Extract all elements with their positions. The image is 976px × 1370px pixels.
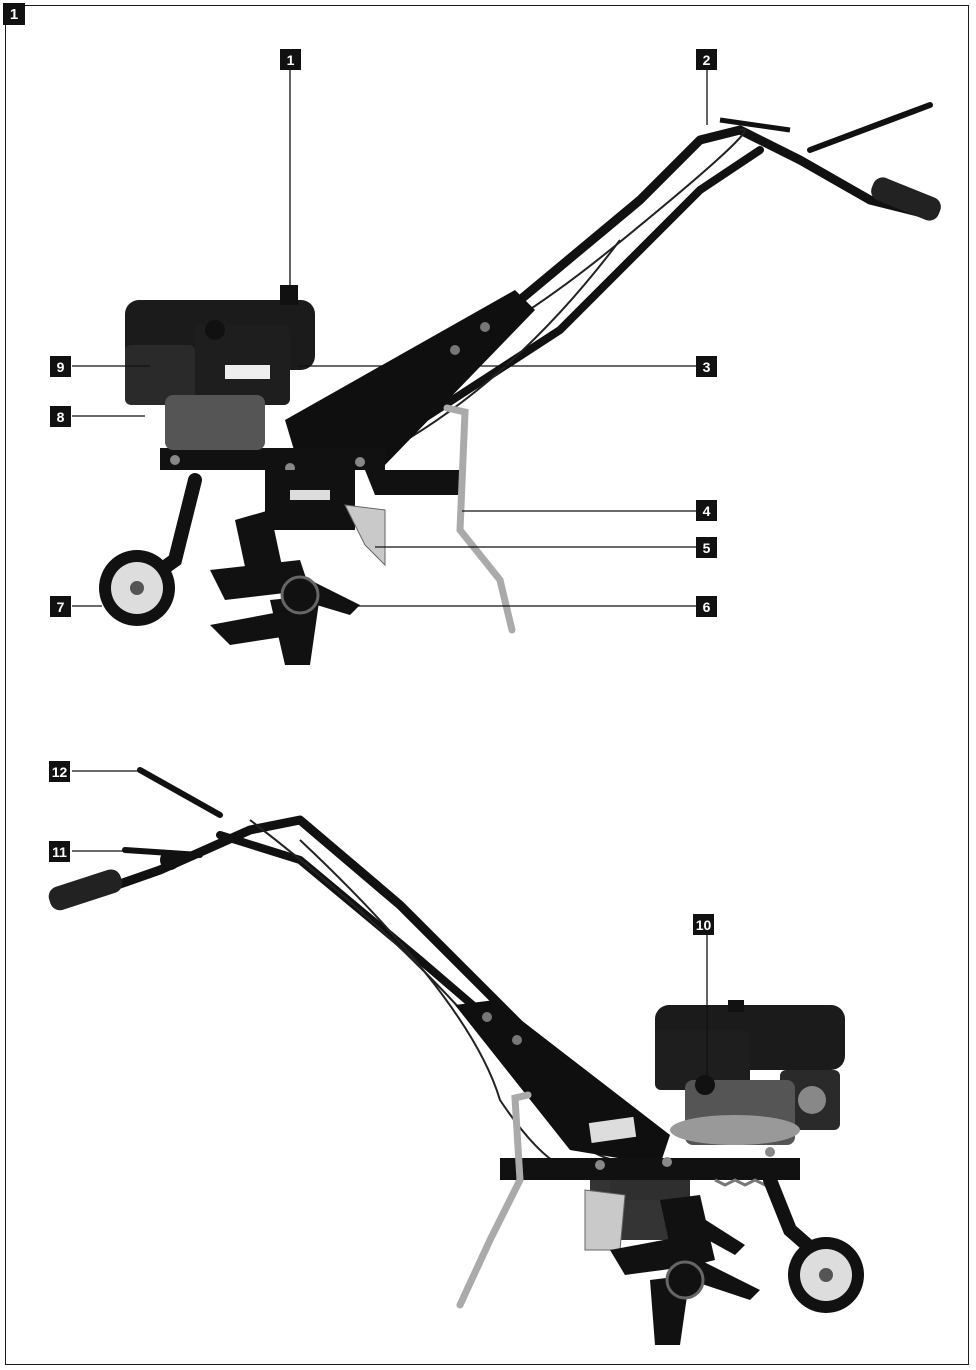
base-plate	[500, 1158, 800, 1180]
starter-handle	[728, 1000, 744, 1012]
clutch-lever	[719, 117, 791, 133]
callout-8: 8	[50, 406, 71, 427]
callout-7: 7	[50, 596, 71, 617]
callout-1: 1	[280, 49, 301, 70]
handlebar-lower	[356, 146, 764, 464]
bolt	[170, 455, 180, 465]
lever-pivot	[160, 850, 180, 870]
bolt	[480, 322, 490, 332]
callout-5: 5	[696, 537, 717, 558]
warning-label	[225, 365, 270, 379]
callout-2: 2	[696, 49, 717, 70]
figure-frame	[5, 5, 969, 1365]
callout-9: 9	[50, 356, 71, 377]
rating-plate	[588, 1116, 637, 1143]
figure-number: 1	[3, 3, 25, 25]
handle-grip	[871, 177, 941, 221]
wheel-hub	[130, 581, 144, 595]
control-cable	[289, 128, 746, 421]
handle-grip	[48, 869, 123, 911]
tine-hub	[280, 575, 320, 615]
callout-6: 6	[696, 596, 717, 617]
wheel-hub	[819, 1268, 833, 1282]
bolt	[765, 1147, 775, 1157]
bolt	[355, 457, 365, 467]
muffler-grille	[798, 1086, 826, 1114]
depth-bracket	[365, 470, 465, 495]
tine-hub	[665, 1260, 705, 1300]
base-plate	[160, 448, 385, 470]
fuel-tank	[655, 1030, 750, 1090]
callout-3: 3	[696, 356, 717, 377]
tiller-side-view-bottom	[48, 767, 864, 1345]
bolt	[450, 345, 460, 355]
engine-base	[670, 1115, 800, 1145]
throttle-lever	[137, 767, 223, 818]
depth-stop	[456, 1091, 532, 1309]
engine-block	[165, 395, 265, 450]
tiller-side-view-top	[99, 102, 941, 665]
control-cable-2	[299, 839, 571, 1171]
protective-shield	[584, 1189, 626, 1251]
clutch-lever	[122, 847, 203, 858]
callout-10: 10	[693, 914, 714, 935]
depth-stop	[443, 404, 516, 634]
callout-12: 12	[49, 761, 70, 782]
gearbox-label	[290, 490, 330, 500]
throttle-lever	[807, 102, 933, 153]
callout-11: 11	[49, 841, 70, 862]
callout-4: 4	[696, 500, 717, 521]
bolt	[662, 1157, 672, 1167]
bolt	[512, 1035, 522, 1045]
oil-cap	[205, 320, 225, 340]
air-filter	[125, 345, 195, 405]
frame-boom	[285, 290, 535, 470]
frame-boom	[455, 1000, 670, 1165]
bolt	[595, 1160, 605, 1170]
oil-filler-cap	[695, 1075, 715, 1095]
protective-shield	[344, 504, 386, 567]
bolt	[482, 1012, 492, 1022]
starter-handle	[280, 285, 298, 305]
handlebar-upper	[295, 125, 935, 455]
leader-lines	[72, 70, 708, 1085]
